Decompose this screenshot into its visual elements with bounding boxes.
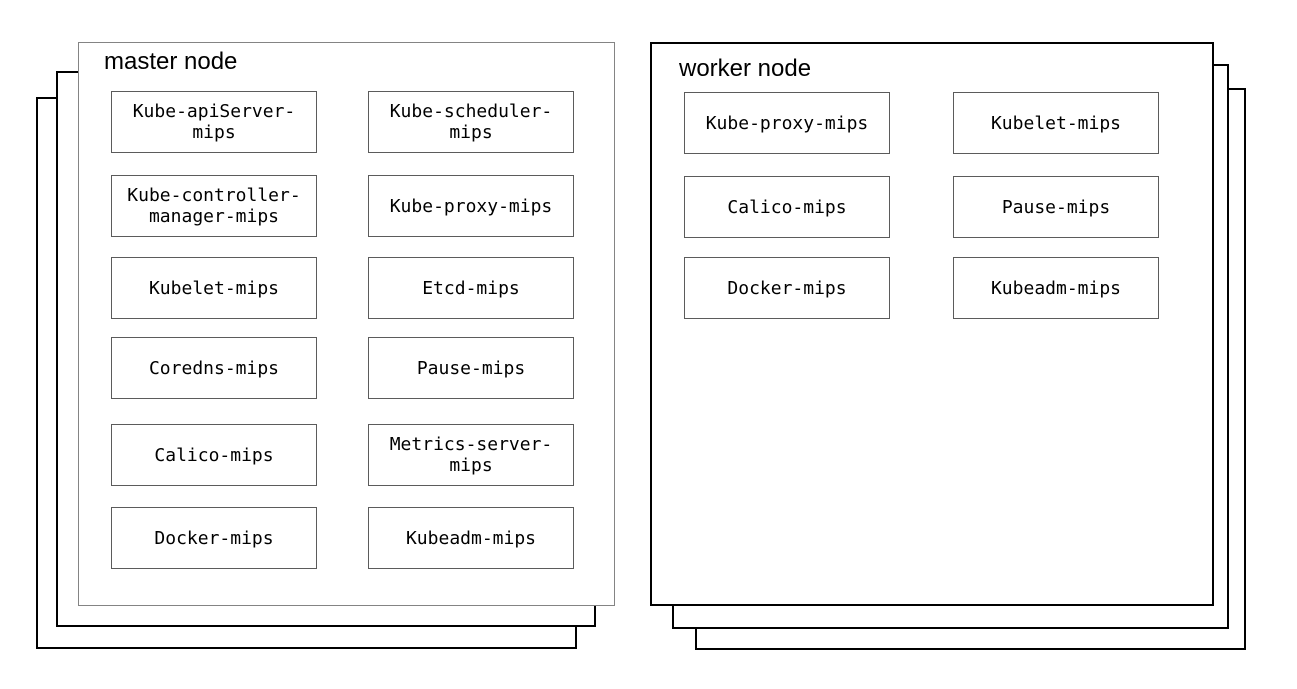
component-box-kubelet: Kubelet-mips	[953, 92, 1159, 154]
component-box-etcd: Etcd-mips	[368, 257, 574, 319]
component-box-kube-apiserver: Kube-apiServer- mips	[111, 91, 317, 153]
worker-node-panel: worker node Kube-proxy-mips Kubelet-mips…	[650, 42, 1214, 606]
component-box-metrics-server: Metrics-server- mips	[368, 424, 574, 486]
component-box-kube-scheduler: Kube-scheduler- mips	[368, 91, 574, 153]
component-box-docker: Docker-mips	[111, 507, 317, 569]
component-box-kube-proxy: Kube-proxy-mips	[368, 175, 574, 237]
component-box-pause: Pause-mips	[953, 176, 1159, 238]
component-box-kube-proxy: Kube-proxy-mips	[684, 92, 890, 154]
component-box-kube-controller-manager: Kube-controller- manager-mips	[111, 175, 317, 237]
worker-node-title: worker node	[679, 55, 812, 82]
component-box-coredns: Coredns-mips	[111, 337, 317, 399]
component-box-pause: Pause-mips	[368, 337, 574, 399]
component-box-kubeadm: Kubeadm-mips	[368, 507, 574, 569]
master-node-title: master node	[104, 48, 238, 75]
component-box-docker: Docker-mips	[684, 257, 890, 319]
component-box-kubeadm: Kubeadm-mips	[953, 257, 1159, 319]
component-box-calico: Calico-mips	[111, 424, 317, 486]
component-box-calico: Calico-mips	[684, 176, 890, 238]
component-box-kubelet: Kubelet-mips	[111, 257, 317, 319]
master-node-panel: master node Kube-apiServer- mips Kube-sc…	[78, 42, 615, 606]
